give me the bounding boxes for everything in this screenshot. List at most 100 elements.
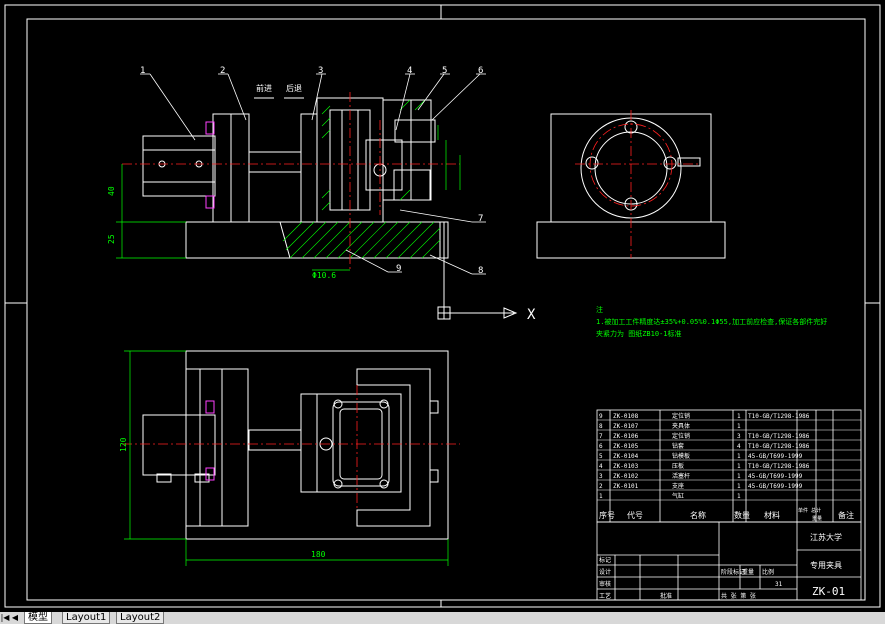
bom-cell-qty: 1 [737,453,741,460]
section-hatch [282,99,441,259]
tb-weight: 重量 [742,568,754,576]
dim-180: 180 [311,550,326,559]
svg-text:序号: 序号 [599,510,615,520]
balloon-3: 3 [318,66,323,76]
balloon-9: 9 [396,264,401,274]
notes-line-2: 夹紧力为 图纸ZB10-1标准 [596,329,682,338]
bom-cell-name: 支座 [672,482,684,490]
bom-cell-code: ZK-0103 [613,463,639,470]
sheet-inner-border [26,18,866,601]
layout-tab-bar: |◀ ◀ 模型 Layout1 Layout2 [0,612,885,624]
bom-cell-material: 45-GB/T699-1999 [748,453,803,460]
bom-cell-qty: 4 [737,443,741,450]
svg-text:X: X [527,307,536,323]
tab-prev-icon[interactable]: ◀ [11,613,19,622]
tb-sheet: 共 张 第 张 [721,592,756,600]
bom-cell-material: T10-GB/T1298-1986 [748,463,810,470]
bom-cell-qty: 1 [737,483,741,490]
svg-text:材料: 材料 [764,510,780,520]
svg-text:数量: 数量 [734,510,750,520]
bom-cell-qty: 1 [737,493,741,500]
bom-cell-qty: 1 [737,463,741,470]
svg-text:重量: 重量 [812,515,822,522]
bom-cell-code: ZK-0101 [613,483,639,490]
front-view [142,97,449,259]
sheet-outer-border [4,4,881,608]
tab-layout2[interactable]: Layout2 [116,612,165,624]
bom-cell-qty: 1 [737,473,741,480]
bom-cell-code: ZK-0105 [613,443,639,450]
bom-cell-material: 45-GB/T699-1999 [748,473,803,480]
bom-cell-qty: 1 [737,413,741,420]
direction-arrows: 前进 后退 [254,83,304,99]
tb-stage: 阶段标记 [721,568,745,576]
top-view [142,350,449,540]
tab-layout1[interactable]: Layout1 [62,612,111,624]
front-dimensions [116,125,461,271]
side-centerlines [575,110,700,258]
bom-cell-no: 3 [599,473,603,480]
tab-model[interactable]: 模型 [24,612,52,624]
bom-header: 序号 代号 名称 数量 材料 单件 总计 重量 备注 [599,507,854,522]
svg-text:备注: 备注 [838,510,854,520]
bom-cell-name: 定位销 [672,412,690,420]
bom-cell-material: T10-GB/T1298-1986 [748,433,810,440]
tb-process: 工艺 [599,592,611,600]
svg-text:名称: 名称 [690,510,706,520]
bom-cell-no: 4 [599,463,603,470]
bom-cell-qty: 1 [737,423,741,430]
bom-cell-material: T10-GB/T1298-1986 [748,443,810,450]
bom-cell-no: 6 [599,443,603,450]
balloon-5: 5 [442,66,447,76]
notes-title: 注 [596,305,603,314]
tb-scale: 比例 [762,568,774,576]
front-centerlines [122,92,460,270]
technical-notes: 注 1.被加工工件精度达±35%+0.05%0.1Φ55,加工前应检查,保证各部… [596,305,827,338]
top-centerlines [122,385,460,510]
svg-text:后退: 后退 [286,83,302,93]
tb-name: 专用夹具 [810,560,842,570]
dim-40: 40 [107,186,116,196]
bom-cell-code: ZK-0102 [613,473,639,480]
tb-design: 设计 [599,568,611,576]
tab-first-icon[interactable]: |◀ [0,613,10,622]
tb-approve: 批准 [660,592,672,600]
bom-cell-name: 压板 [672,462,684,470]
balloon-4: 4 [407,66,412,76]
bom-cell-name: 定位销 [672,432,690,440]
bom-cell-code: ZK-0106 [613,433,639,440]
bom-cell-name: 活塞杆 [672,472,690,480]
balloon-2: 2 [220,66,225,76]
title-block [596,521,862,601]
bom-cell-no: 2 [599,483,603,490]
bom-table [596,409,862,523]
tb-check: 审核 [599,580,611,588]
svg-text:单件 总计: 单件 总计 [798,507,821,514]
dim-phi: Φ10.6 [312,271,336,280]
bom-cell-no: 8 [599,423,603,430]
bom-cell-name: 钻套 [672,442,684,450]
part-balloons [140,73,486,275]
bom-cell-no: 9 [599,413,603,420]
top-dimensions [124,350,449,566]
bom-cell-name: 钻模板 [672,452,690,460]
tb-drawing-no: ZK-01 [812,585,845,598]
bom-cell-name: 夹具体 [672,422,690,430]
ucs-icon: X [437,222,536,323]
bom-cell-material: T10-GB/T1298-1986 [748,413,810,420]
bom-cell-code: ZK-0108 [613,413,639,420]
bom-cell-no: 1 [599,493,603,500]
tb-mark: 标记 [599,556,611,564]
bom-cell-name: 气缸 [672,492,684,500]
tb-school: 江苏大学 [810,532,842,542]
svg-text:代号: 代号 [627,510,643,520]
balloon-7: 7 [478,214,483,224]
bom-cell-no: 5 [599,453,603,460]
dim-120: 120 [119,437,128,452]
balloon-6: 6 [478,66,483,76]
svg-text:前进: 前进 [256,83,272,93]
bom-cell-no: 7 [599,433,603,440]
bom-cell-code: ZK-0107 [613,423,639,430]
